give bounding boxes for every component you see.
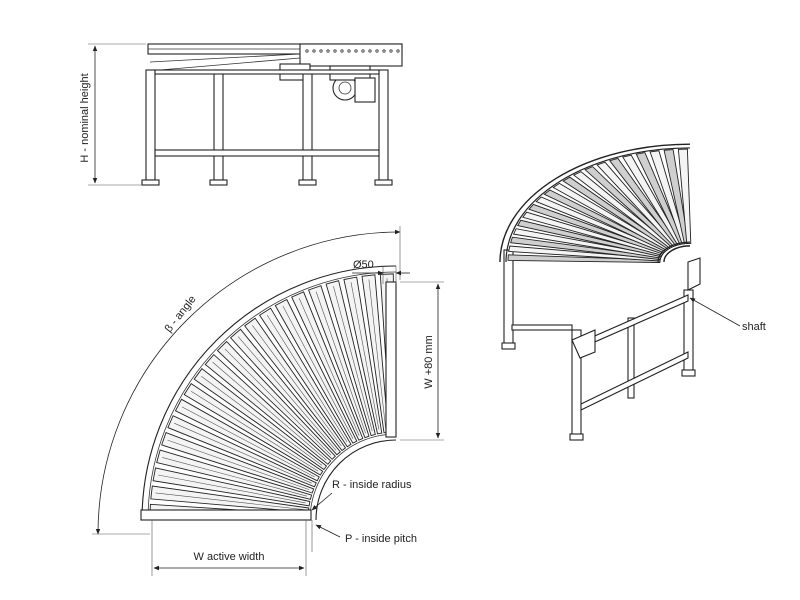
roller	[562, 176, 672, 250]
deck-hole	[305, 49, 309, 53]
leg	[145, 69, 156, 181]
deck-hole	[340, 49, 344, 53]
inside-radius-label: R - inside radius	[332, 479, 412, 491]
deck-hole	[389, 49, 393, 53]
roller	[507, 254, 661, 263]
roller	[543, 189, 669, 253]
shaft-label: shaft	[742, 321, 766, 333]
deck-hole	[368, 49, 372, 53]
width-plus-label: W +80 mm	[423, 335, 435, 388]
deck-hole	[347, 49, 351, 53]
deck-hole	[375, 49, 379, 53]
deck-hole	[333, 49, 337, 53]
roller	[516, 219, 664, 258]
deck-hole	[319, 49, 323, 53]
roller	[535, 196, 668, 254]
roller	[552, 182, 671, 251]
roller	[528, 203, 666, 255]
roller	[512, 228, 663, 259]
side-view-holes	[305, 49, 400, 53]
roller	[508, 245, 661, 262]
roller	[510, 236, 662, 261]
roller	[584, 166, 676, 248]
diameter-label: Ø50	[353, 259, 374, 271]
roller	[596, 161, 678, 247]
active-width-label: W active width	[194, 551, 265, 563]
deck-hole	[382, 49, 386, 53]
roller	[635, 152, 685, 245]
deck-hole	[326, 49, 330, 53]
plan-view: β - angle Ø50 W +80 mm R - inside radius…	[92, 226, 444, 576]
deck-hole	[396, 49, 400, 53]
roller	[572, 171, 674, 249]
leg	[378, 69, 389, 181]
deck-hole	[361, 49, 365, 53]
isometric-view: shaft	[499, 143, 766, 441]
side-view: H - nominal height	[79, 43, 403, 186]
roller	[649, 150, 687, 245]
leg	[302, 69, 313, 181]
roller	[608, 157, 681, 247]
deck-hole	[354, 49, 358, 53]
nominal-height-label: H - nominal height	[79, 73, 91, 162]
deck-hole	[312, 49, 316, 53]
roller	[622, 154, 683, 246]
roller	[522, 211, 665, 256]
iso-rollers	[507, 148, 692, 263]
leg	[213, 69, 224, 181]
roller	[677, 148, 692, 244]
roller	[663, 149, 690, 245]
inside-pitch-label: P - inside pitch	[345, 533, 417, 545]
